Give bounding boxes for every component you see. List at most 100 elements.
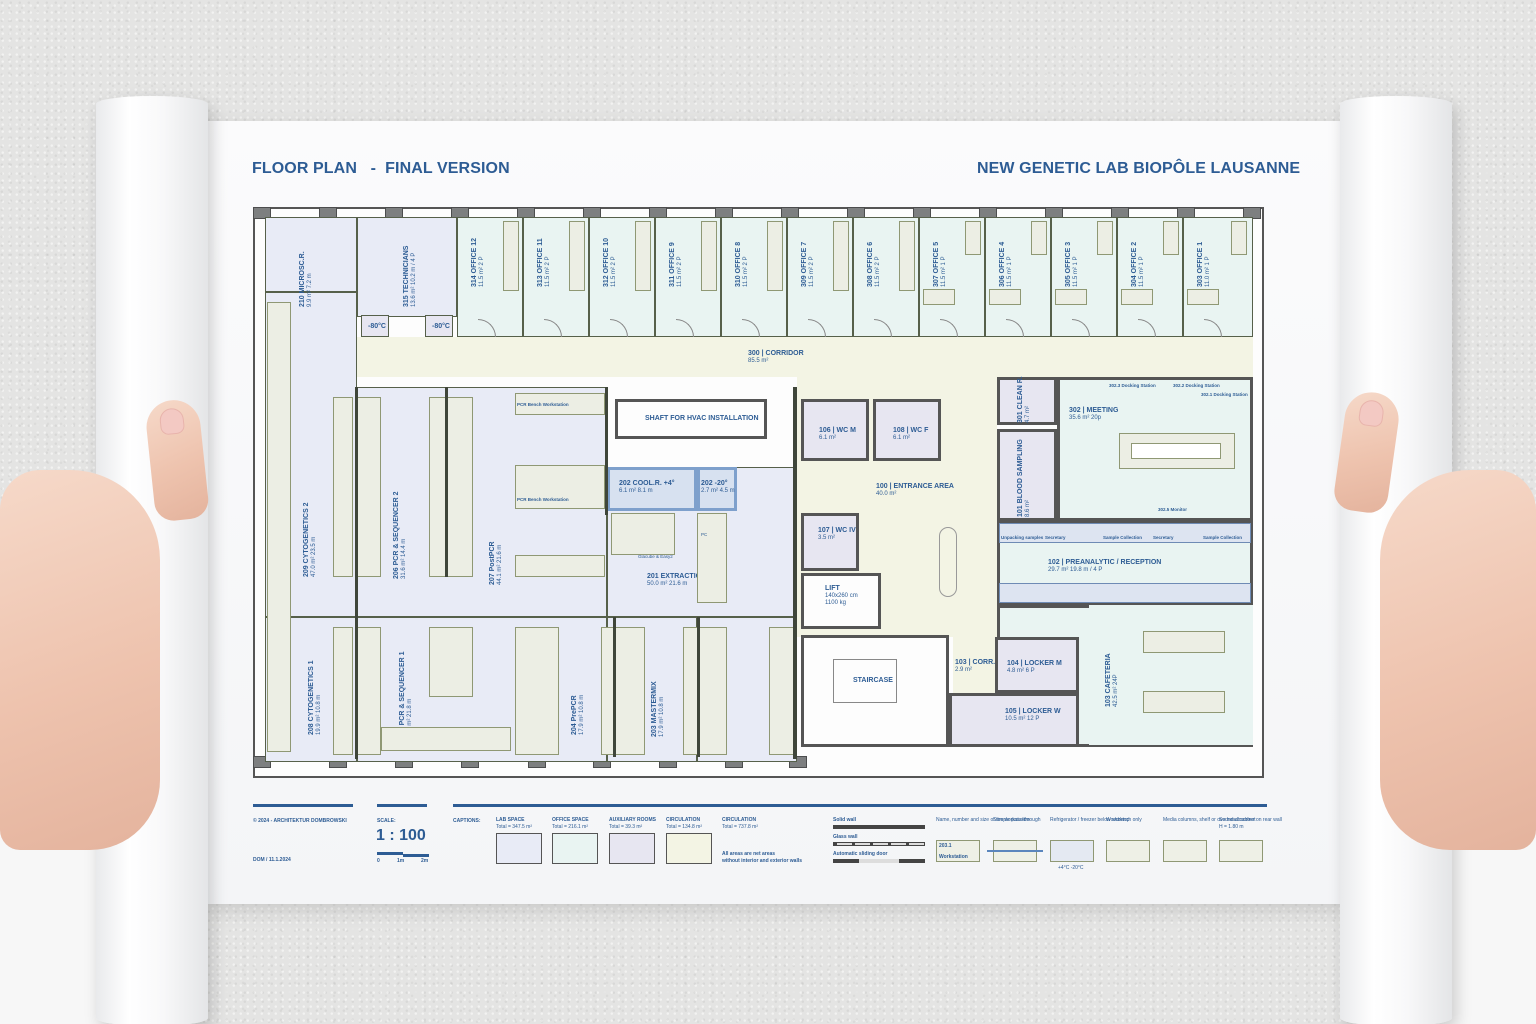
hvac-label: SHAFT FOR HVAC INSTALLATION — [645, 415, 759, 422]
desk — [965, 221, 981, 255]
pcr-bench-workstation — [515, 465, 605, 509]
secretary-label: Secretary — [1045, 535, 1066, 540]
symbol-workbench-label: Workbench only — [1106, 817, 1142, 823]
unpacking-label: Unpacking samples — [1001, 535, 1044, 540]
scale-value: 1 : 100 — [376, 827, 426, 844]
symbol-workstation-name: Workstation — [939, 854, 968, 860]
desk — [1163, 221, 1179, 255]
interior-wall — [355, 387, 358, 759]
room-clean-room[interactable] — [997, 377, 1057, 425]
symbol-workbench — [1106, 840, 1150, 862]
reception-bench-top — [999, 523, 1251, 543]
lab-bench — [333, 397, 353, 577]
lab-bench — [381, 727, 511, 751]
symbol-workstation — [936, 840, 980, 862]
symbol-workstation-num: 203.1 — [939, 843, 952, 849]
desk — [1231, 221, 1247, 255]
lab-bench — [429, 627, 473, 697]
room-wc-iv[interactable] — [801, 513, 859, 571]
symbol-fridge-temps: +4°C -20°C — [1058, 865, 1084, 871]
pc-label: PC — [701, 532, 708, 537]
sample-collection-label-2: Sample Collection — [1203, 535, 1243, 540]
interior-wall — [793, 387, 797, 759]
reception-desk — [939, 527, 957, 597]
project-title: NEW GENETIC LAB BIOPÔLE LAUSANNE — [977, 160, 1301, 177]
pcr-bench-workstation — [515, 393, 605, 415]
symbol-media-column-label: Media columns, shelf or overhead cabinet — [1163, 817, 1256, 823]
room-blood-sampling[interactable] — [997, 429, 1057, 521]
room-locker-m[interactable] — [995, 637, 1079, 693]
solid-wall-label: Solid wall — [833, 817, 857, 823]
desk — [701, 221, 717, 291]
lab-bench — [515, 627, 559, 755]
room-wc-f[interactable] — [873, 399, 941, 461]
freezer-1-label: -80°C — [368, 323, 386, 330]
desk — [1097, 221, 1113, 255]
cafeteria-area — [1089, 605, 1253, 745]
secretary-label-2: Secretary — [1153, 535, 1174, 540]
desk — [767, 221, 783, 291]
column — [253, 207, 271, 219]
desk — [923, 289, 955, 305]
footer-rule — [453, 804, 1267, 807]
room-wc-m[interactable] — [801, 399, 869, 461]
pcr-bench-label: PCR Bench Workstation — [517, 402, 569, 407]
desk — [1187, 289, 1219, 305]
copyright: © 2024 - ARCHITEKTUR DOMBROWSKI — [253, 818, 347, 824]
room-corr[interactable] — [953, 637, 995, 695]
symbol-sound-absorber — [1219, 840, 1263, 862]
freezer-cell-2 — [425, 315, 453, 337]
desk — [635, 221, 651, 291]
room-office-5[interactable] — [919, 217, 985, 337]
freezer-room-label: 202 -20°2.7 m² 4.5 m — [701, 480, 735, 495]
room-microscopy[interactable] — [265, 217, 357, 292]
room-cool-room[interactable] — [607, 467, 697, 511]
docking-station-3: 302.3 Docking Station — [1109, 383, 1156, 388]
plan-title: FLOOR PLAN - FINAL VERSION — [252, 160, 510, 177]
lift[interactable] — [801, 573, 881, 629]
symbol-fridge-label: Refrigerator / freezer below worktop — [1050, 817, 1130, 823]
room-technicians[interactable] — [357, 217, 457, 317]
left-hand — [0, 470, 160, 850]
perimeter-bench — [267, 302, 291, 752]
captions-label: CAPTIONS: — [453, 818, 481, 824]
footer-rule — [253, 804, 353, 807]
hvac-shaft — [615, 399, 767, 439]
thumbnail — [1357, 398, 1386, 428]
swatch-auxiliary-rooms — [609, 833, 655, 864]
glass-wall-label: Glass wall — [833, 834, 858, 840]
room-locker-w[interactable] — [949, 693, 1079, 747]
swatch-circulation — [666, 833, 712, 864]
room-corridor[interactable] — [357, 337, 1253, 377]
docking-station-1: 302.1 Docking Station — [1201, 392, 1248, 397]
symbol-fridge — [1050, 840, 1094, 862]
room-freezer-minus20[interactable] — [697, 467, 737, 511]
desk — [1055, 289, 1087, 305]
solid-wall-sample — [833, 825, 925, 829]
scale-bar-1 — [377, 852, 403, 855]
reception-bench-bottom — [999, 583, 1251, 603]
